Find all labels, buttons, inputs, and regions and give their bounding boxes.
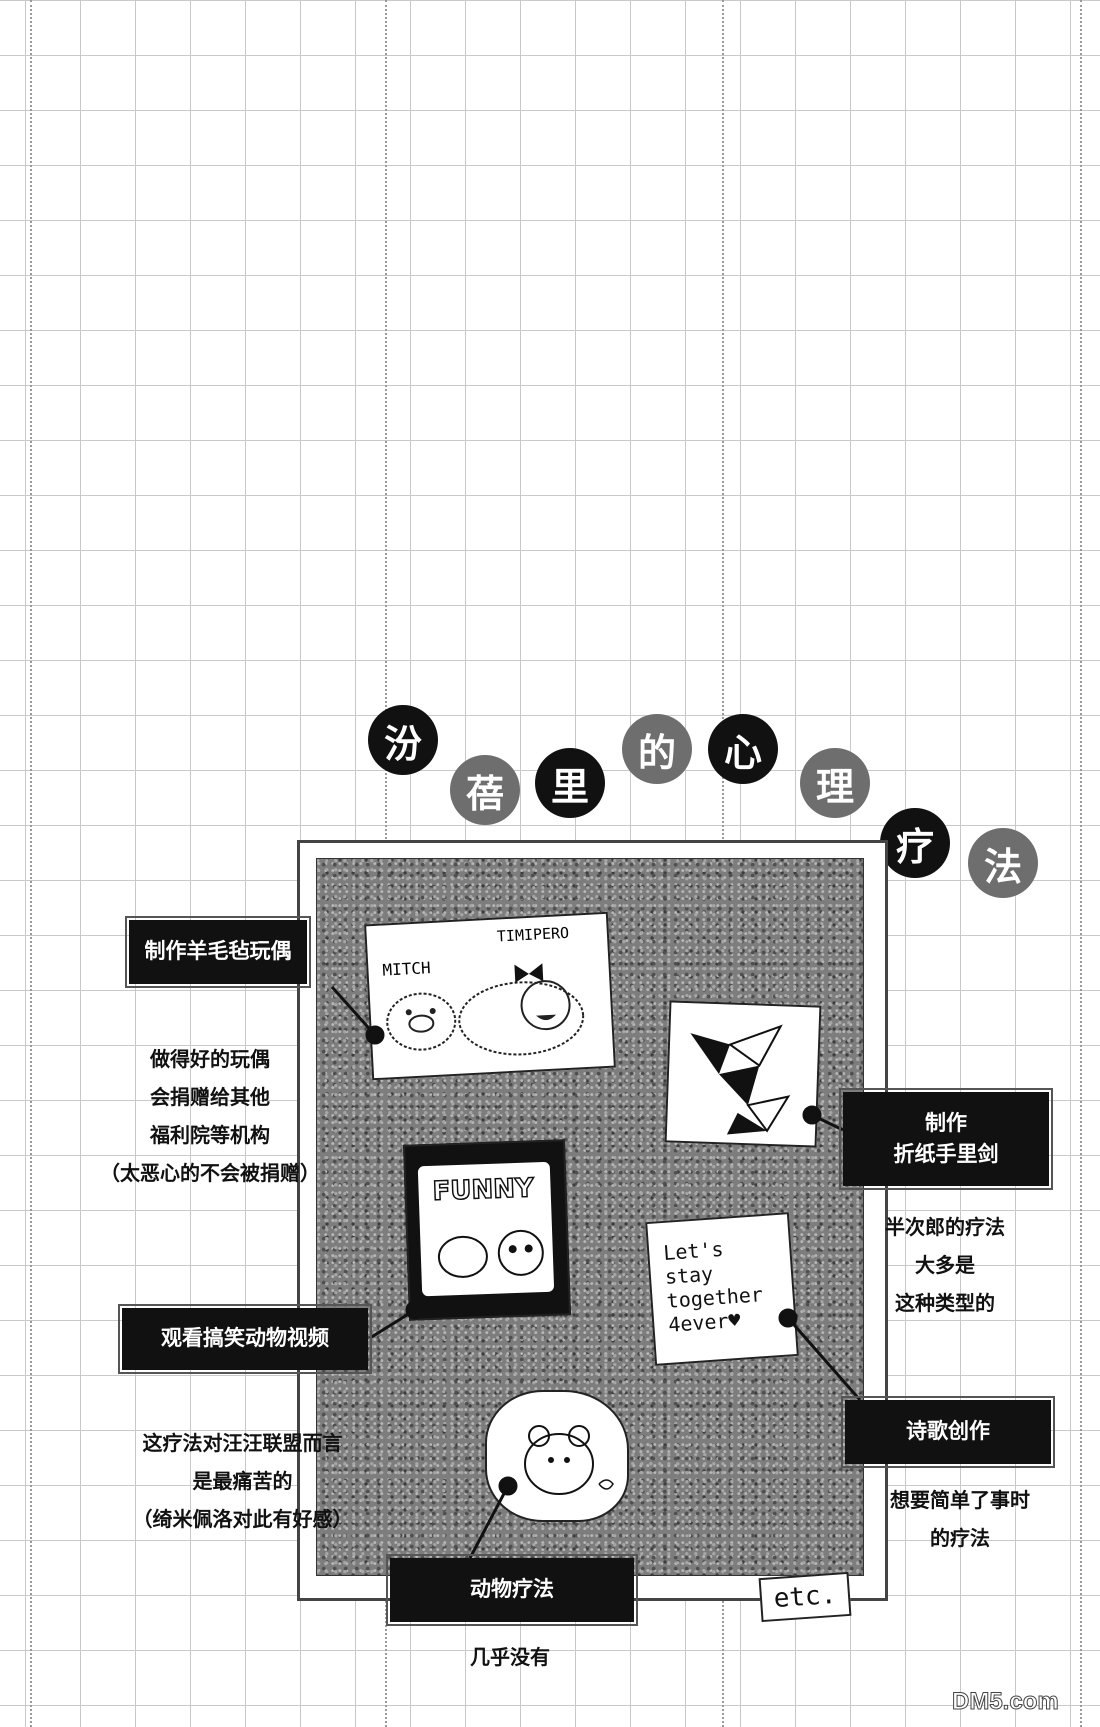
title-char: 疗 xyxy=(880,808,950,878)
caption-felt-doll: 做得好的玩偶 会捐赠给其他 福利院等机构 （太恶心的不会被捐赠） xyxy=(100,1047,320,1185)
title-char: 心 xyxy=(708,714,778,784)
label-felt-doll: 制作羊毛毡玩偶 xyxy=(125,916,311,988)
etc-note: etc. xyxy=(758,1571,852,1623)
poem-text: Let's stay together 4ever♥ xyxy=(663,1234,766,1337)
title-char: 里 xyxy=(535,748,605,818)
label-shuriken: 制作 折纸手里剑 xyxy=(839,1088,1053,1190)
title-char: 的 xyxy=(622,714,692,784)
mouse-illustration xyxy=(524,1425,614,1495)
caption-shuriken: 半次郎的疗法 大多是 这种类型的 xyxy=(885,1215,1005,1315)
title-char: 法 xyxy=(968,828,1038,898)
felt-dolls-illustration: MITCH TIMIPERO xyxy=(382,924,585,1056)
origami-shuriken-illustration xyxy=(690,1024,791,1135)
watermark: DM5.com xyxy=(952,1688,1060,1716)
dotted-rule-far-right xyxy=(1080,0,1082,1727)
label-poetry: 诗歌创作 xyxy=(841,1396,1055,1468)
funny-text: FUNNY xyxy=(432,1173,535,1207)
title-char: 蓓 xyxy=(450,755,520,825)
funny-video-screen: FUNNY xyxy=(417,1161,555,1297)
shuriken-paper xyxy=(664,1000,822,1148)
poem-paper: Let's stay together 4ever♥ xyxy=(645,1212,799,1366)
title-char: 汾 xyxy=(368,705,438,775)
doll-name-timipero: TIMIPERO xyxy=(496,924,569,946)
label-animal-therapy: 动物疗法 xyxy=(386,1554,638,1626)
caption-funny-video: 这疗法对汪汪联盟而言 是最痛苦的 （绮米佩洛对此有好感） xyxy=(132,1431,353,1531)
dotted-rule-left xyxy=(30,0,32,1727)
caption-poetry: 想要简单了事时 的疗法 xyxy=(890,1488,1030,1550)
label-funny-video: 观看搞笑动物视频 xyxy=(118,1304,372,1374)
animal-photo xyxy=(485,1390,629,1522)
funny-video-sign: FUNNY xyxy=(402,1139,572,1321)
doll-name-mitch: MITCH xyxy=(382,958,431,979)
funny-animals-illustration: FUNNY xyxy=(431,1173,544,1278)
title-char: 理 xyxy=(800,748,870,818)
caption-animal-therapy: 几乎没有 xyxy=(470,1645,550,1669)
doll-drawing-paper: MITCH TIMIPERO xyxy=(364,911,616,1081)
